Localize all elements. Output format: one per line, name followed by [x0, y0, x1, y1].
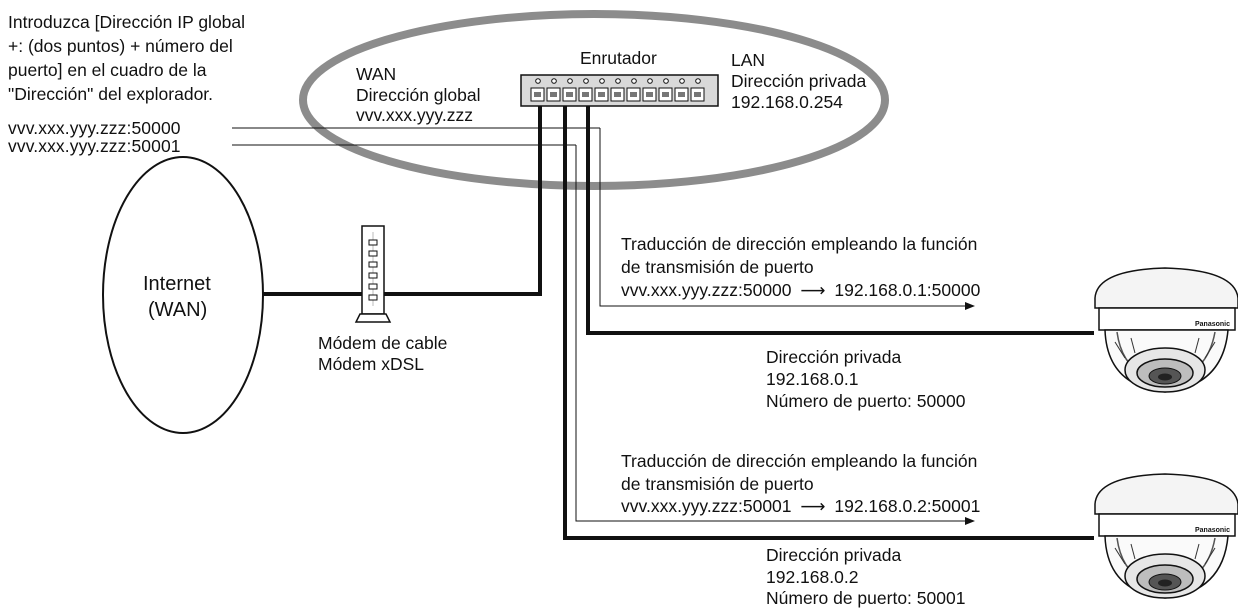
dome-camera-2: Panasonic	[1094, 473, 1238, 599]
translation-arrow-2	[575, 145, 965, 522]
instruction-line-4: "Dirección" del explorador.	[8, 84, 214, 104]
instruction-line-2: +: (dos puntos) + número del	[8, 36, 233, 56]
browser-address-50000: vvv.xxx.yyy.zzz:50000	[8, 118, 181, 138]
lan-address: 192.168.0.254	[731, 92, 843, 112]
translation-arrowhead-2	[965, 517, 975, 525]
wan-address: vvv.xxx.yyy.zzz	[356, 105, 473, 125]
lan-address-label: Dirección privada	[731, 71, 867, 91]
translation-2-mapping: vvv.xxx.yyy.zzz:50001 ⟶ 192.168.0.2:5000…	[621, 496, 980, 516]
dome-camera-1: Panasonic	[1094, 267, 1238, 393]
camera2-cable	[563, 100, 1094, 540]
browser-address-50001: vvv.xxx.yyy.zzz:50001	[8, 136, 181, 156]
wan-label: WAN	[356, 64, 397, 84]
modem-label-cable: Módem de cable	[318, 333, 448, 353]
translation-2-to: 192.168.0.2:50001	[834, 496, 981, 516]
instruction-line-3: puerto] en el cuadro de la	[8, 60, 207, 80]
translation-2-arrow: ⟶	[800, 496, 826, 516]
translation-1-mapping: vvv.xxx.yyy.zzz:50000 ⟶ 192.168.0.1:5000…	[621, 280, 980, 300]
translation-1-line-1: Traducción de dirección empleando la fun…	[621, 234, 978, 254]
internet-label: Internet	[143, 273, 211, 295]
internet-wan-label: (WAN)	[148, 299, 208, 321]
translation-1-line-2: de transmisión de puerto	[621, 257, 814, 277]
translation-arrowhead-1	[965, 302, 975, 310]
translation-2-line-1: Traducción de dirección empleando la fun…	[621, 451, 978, 471]
translation-2-line-2: de transmisión de puerto	[621, 474, 814, 494]
router-leds	[535, 78, 701, 84]
instruction-line-1: Introduzca [Dirección IP global	[8, 12, 246, 32]
camera-2-address: 192.168.0.2	[766, 567, 859, 587]
router-zone-ellipse	[299, 10, 889, 190]
router-label: Enrutador	[580, 48, 657, 68]
translation-1-from: vvv.xxx.yyy.zzz:50000	[621, 280, 792, 300]
translation-arrow-1	[599, 128, 965, 307]
translation-2-from: vvv.xxx.yyy.zzz:50001	[621, 496, 792, 516]
modem-label-xdsl: Módem xDSL	[318, 354, 425, 374]
camera-2-address-label: Dirección privada	[766, 545, 902, 565]
camera-1-address: 192.168.0.1	[766, 369, 859, 389]
wan-address-label: Dirección global	[356, 85, 481, 105]
internet-modem-cable	[262, 100, 542, 296]
router-port-slots	[534, 92, 701, 97]
translation-1-arrow: ⟶	[800, 280, 826, 300]
camera-1-address-label: Dirección privada	[766, 347, 902, 367]
translation-1-to: 192.168.0.1:50000	[834, 280, 981, 300]
camera-2-port: Número de puerto: 50001	[766, 588, 966, 608]
camera-1-brand: Panasonic	[1195, 321, 1230, 328]
camera-2-brand: Panasonic	[1195, 527, 1230, 534]
modem-device	[354, 225, 392, 323]
router-device	[520, 74, 719, 107]
lan-label: LAN	[731, 50, 766, 70]
camera-1-port: Número de puerto: 50000	[766, 391, 966, 411]
camera1-cable	[586, 100, 1094, 335]
